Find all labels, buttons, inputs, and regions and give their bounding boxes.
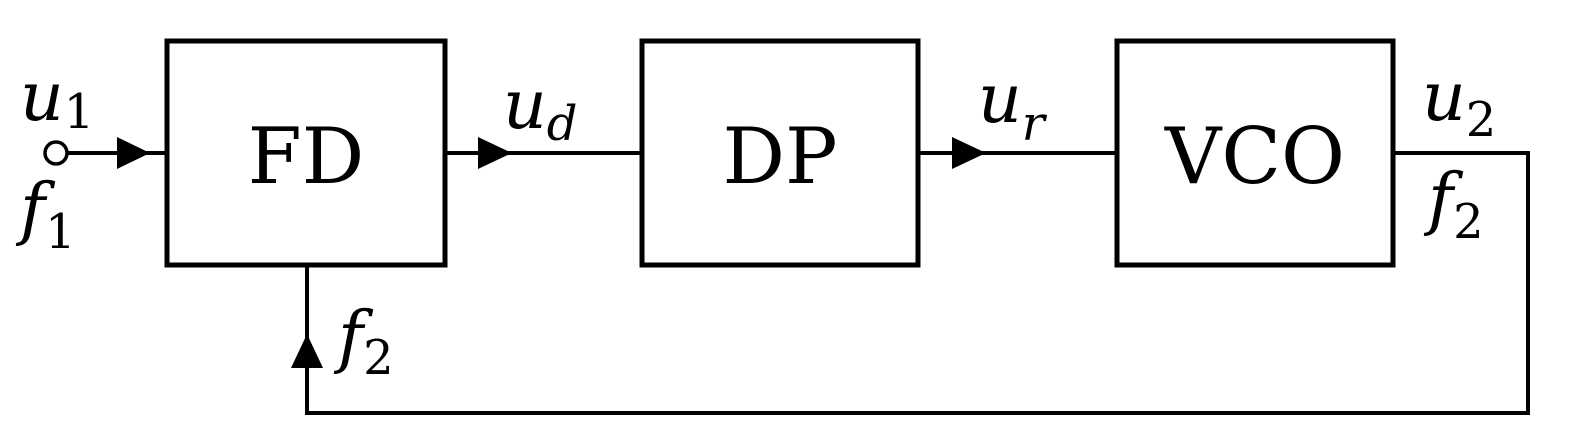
- ud-subscript: d: [547, 96, 578, 152]
- dp-block-label: DP: [722, 112, 837, 202]
- ud-label: ud: [503, 66, 578, 152]
- u2-subscript: 2: [1466, 92, 1497, 148]
- f2-feedback-subscript: 2: [363, 330, 394, 386]
- fd-block-label: FD: [248, 112, 365, 202]
- u2-symbol: u: [1422, 58, 1466, 137]
- vco-block: VCO: [1114, 38, 1396, 268]
- ud-symbol: u: [503, 66, 547, 145]
- f2-feedback-label: f2: [333, 298, 394, 386]
- f2-output-label: f2: [1423, 160, 1484, 250]
- ur-arrow-icon: [952, 137, 986, 169]
- ud-arrow-icon: [478, 137, 512, 169]
- f1-label: f1: [15, 170, 76, 260]
- f2-output-subscript: 2: [1453, 194, 1484, 250]
- u1-label: u1: [20, 58, 94, 140]
- f1-subscript: 1: [45, 204, 76, 260]
- input-terminal: [43, 140, 69, 166]
- ur-subscript: r: [1022, 96, 1048, 152]
- u1-symbol: u: [20, 58, 64, 137]
- vco-block-label: VCO: [1164, 112, 1345, 202]
- u1-subscript: 1: [64, 84, 95, 140]
- ur-label: ur: [978, 60, 1048, 152]
- ur-symbol: u: [978, 60, 1022, 139]
- feedback-arrow-icon: [291, 334, 323, 368]
- input-arrow-icon: [117, 137, 150, 169]
- u2-label: u2: [1422, 58, 1496, 148]
- dp-block: DP: [639, 38, 921, 268]
- fd-block: FD: [164, 38, 448, 268]
